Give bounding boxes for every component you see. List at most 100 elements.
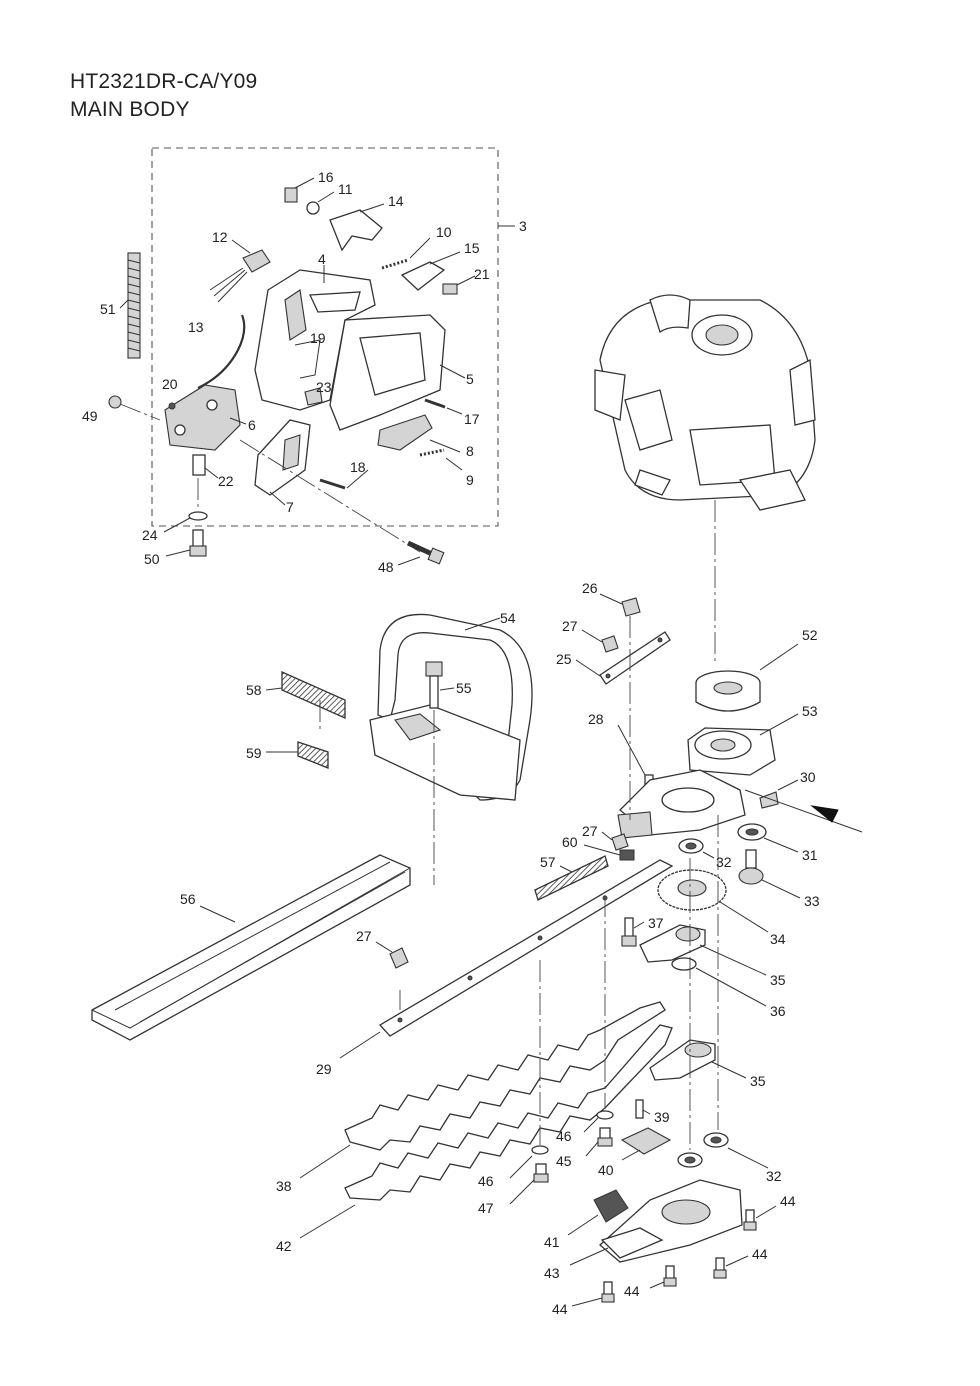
- small-spring: [306, 201, 320, 215]
- callout-28: 28: [588, 711, 604, 727]
- callout-54: 54: [500, 610, 516, 626]
- callout-15: 15: [464, 240, 480, 256]
- nut-20: [168, 402, 176, 410]
- bolt-55: [425, 661, 455, 885]
- callout-37: 37: [648, 915, 664, 931]
- nut-27-lower: [375, 941, 409, 969]
- wire-link: [294, 339, 321, 379]
- callout-55: 55: [456, 680, 472, 696]
- callout-46-lower: 46: [478, 1173, 494, 1189]
- label-57: [534, 855, 609, 901]
- callout-20: 20: [162, 376, 178, 392]
- handle-assembly-boundary: [151, 147, 499, 527]
- screw-18: [319, 469, 369, 490]
- label-58: [265, 670, 346, 732]
- bolt-44-center: [649, 1265, 677, 1289]
- washer-24: [188, 511, 208, 521]
- bolt-44-left: [571, 1281, 615, 1307]
- plate-40: [620, 1127, 672, 1161]
- throttle-lever: [400, 261, 446, 291]
- clip-23: [304, 387, 323, 406]
- callout-56: 56: [180, 891, 196, 907]
- callout-7: 7: [286, 499, 294, 515]
- callout-47: 47: [478, 1200, 494, 1216]
- callout-59: 59: [246, 745, 262, 761]
- callout-24: 24: [142, 527, 158, 543]
- throttle-trigger: [377, 414, 461, 453]
- callout-35-lower: 35: [750, 1073, 766, 1089]
- callout-40: 40: [598, 1162, 614, 1178]
- front-handle: [369, 613, 533, 801]
- callouts: 16 11 14 3 12 10 15 4 21 51 13 19 5 20 2…: [82, 169, 820, 1317]
- callout-42: 42: [276, 1238, 292, 1254]
- model-number: HT2321DR-CA/Y09: [70, 70, 258, 93]
- callout-58: 58: [246, 682, 262, 698]
- callout-6: 6: [248, 417, 256, 433]
- lever-spring: [381, 258, 409, 270]
- lock-lever: [329, 209, 383, 252]
- screw-39: [635, 1099, 651, 1119]
- callout-44-left: 44: [552, 1301, 568, 1317]
- callout-18: 18: [350, 459, 366, 475]
- engine-assembly: [594, 294, 816, 662]
- handle-assembly-group: [108, 147, 515, 553]
- callout-16: 16: [318, 169, 334, 185]
- callout-44-right: 44: [780, 1193, 796, 1209]
- callout-21: 21: [474, 266, 490, 282]
- bolt-44-right: [743, 1205, 777, 1231]
- label-21: [442, 283, 458, 295]
- crank-lower: [649, 1039, 747, 1081]
- washer-46-lower: [509, 1145, 549, 1179]
- plate-25: [575, 631, 671, 685]
- callout-9: 9: [466, 472, 474, 488]
- clutch-drum: [695, 643, 799, 712]
- callout-57: 57: [540, 854, 556, 870]
- bolt-48: [406, 540, 445, 565]
- callout-48: 48: [378, 559, 394, 575]
- callout-11: 11: [338, 181, 353, 197]
- callout-34: 34: [770, 931, 786, 947]
- callout-38: 38: [276, 1178, 292, 1194]
- bolt-37: [621, 917, 645, 947]
- callout-25: 25: [556, 651, 572, 667]
- main-gear: [657, 869, 769, 933]
- callout-35-upper: 35: [770, 972, 786, 988]
- callout-12: 12: [212, 229, 228, 245]
- switch-connector: [209, 239, 271, 303]
- callout-17: 17: [464, 411, 480, 427]
- clip: [284, 187, 298, 203]
- callout-32-lower: 32: [766, 1168, 782, 1184]
- callout-4: 4: [318, 251, 326, 267]
- gear-case: [617, 769, 746, 839]
- callout-52: 52: [802, 627, 818, 643]
- callout-3: 3: [519, 218, 527, 234]
- nut-27-upper: [581, 629, 619, 653]
- gear-case-cover: [687, 713, 799, 776]
- callout-27: 27: [562, 618, 578, 634]
- callout-50: 50: [144, 551, 160, 567]
- bearing-31: [737, 823, 799, 853]
- callout-8: 8: [466, 443, 474, 459]
- washer-46-upper: [583, 1110, 614, 1133]
- callout-33: 33: [804, 893, 820, 909]
- callout-5: 5: [466, 371, 474, 387]
- nut-49: [108, 395, 122, 409]
- callout-27-lower: 27: [356, 928, 372, 944]
- callout-31: 31: [802, 847, 818, 863]
- grease-nipple: [744, 779, 863, 833]
- bolt-47: [509, 1163, 549, 1205]
- handle-housing-left: [164, 384, 247, 451]
- bolt-50: [189, 529, 207, 557]
- blade-cover: [91, 854, 411, 1041]
- trigger-spring: [419, 448, 445, 457]
- callout-41: 41: [544, 1234, 560, 1250]
- label-59: [266, 741, 329, 769]
- threaded-rod: [119, 252, 141, 359]
- callout-36: 36: [770, 1003, 786, 1019]
- callout-46-upper: 46: [556, 1128, 572, 1144]
- handle-grip: [329, 314, 466, 431]
- callout-44-center: 44: [624, 1283, 640, 1299]
- nut-26: [599, 593, 641, 617]
- bolt-44-mid: [713, 1255, 749, 1279]
- callout-14: 14: [388, 193, 404, 209]
